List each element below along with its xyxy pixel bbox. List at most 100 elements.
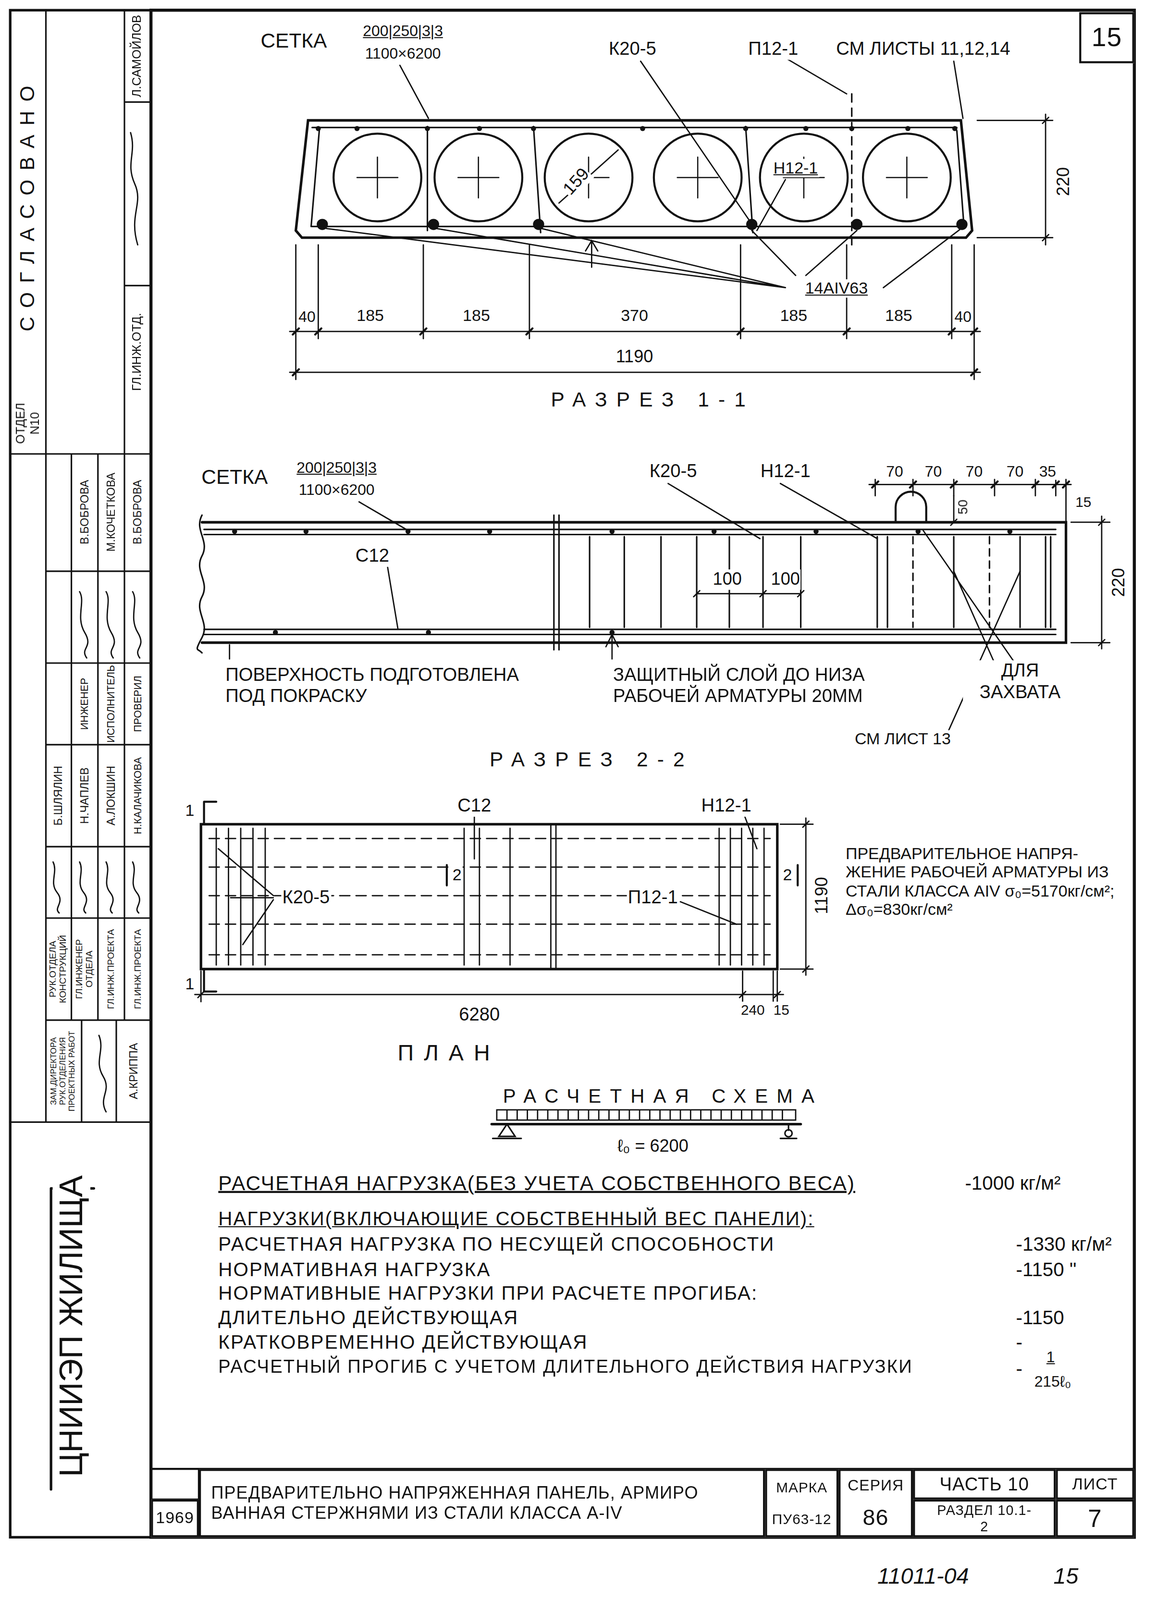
stamp-text: В.БОБРОВА [131, 479, 145, 546]
dimension: 185 [778, 307, 809, 326]
load-value: -1000 кг/м² [963, 1172, 1062, 1195]
dimension: 70 [923, 462, 944, 481]
stamp-text: ГЛ.ИНЖ.ПРОЕКТА [105, 919, 117, 1019]
dimension: 220 [1108, 566, 1129, 598]
view-title: РАЗРЕЗ 1-1 [549, 388, 756, 412]
archive-number: 11011-04 [876, 1562, 971, 1589]
load-text: КРАТКОВРЕМЕННО ДЕЙСТВУЮЩАЯ [217, 1331, 589, 1354]
load-text: НАГРУЗКИ(ВКЛЮЧАЮЩИЕ СОБСТВЕННЫЙ ВЕС ПАНЕ… [217, 1207, 816, 1231]
dimension: 100 [711, 569, 743, 590]
load-value: 215ℓ₀ [1033, 1372, 1073, 1391]
section-mark: 2 [451, 865, 463, 885]
load-value: 1 [1045, 1347, 1057, 1366]
title-block-cell: 15 [1079, 12, 1135, 63]
callout: Н12-1 [700, 795, 752, 817]
cell-text: 86 [862, 1504, 889, 1531]
stamp-text: М.КОЧЕТКОВА [104, 471, 118, 553]
title-block-cell: РАЗДЕЛ 10.1-2 [912, 1499, 1056, 1538]
load-value: -1150 " [1014, 1258, 1078, 1281]
callout: Н12-1 [772, 159, 820, 178]
stamp-text: ЗАМ.ДИРЕКТОРА РУК.ОТДЕЛЕНИЯ ПРОЕКТНЫХ РА… [49, 1021, 78, 1121]
callout: К20-5 [281, 886, 331, 909]
stamp-text: РУК.ОТДЕЛА КОНСТРУКЦИЙ [47, 919, 69, 1019]
callout: 200|250|3|3 [295, 458, 378, 477]
load-text: НОРМАТИВНЫЕ НАГРУЗКИ ПРИ РАСЧЕТЕ ПРОГИБА… [217, 1282, 759, 1305]
load-value: - [1014, 1331, 1024, 1354]
cell-text: СЕРИЯ [847, 1476, 904, 1494]
view-title: РАЗРЕЗ 2-2 [488, 748, 695, 772]
dimension: 1190 [615, 346, 655, 367]
dimension: 70 [1005, 462, 1025, 481]
title-block-cell: 7 [1055, 1499, 1134, 1538]
stamp-text: ОТДЕЛ N10 [14, 393, 43, 453]
note: ПРЕДВАРИТЕЛЬНОЕ НАПРЯ- ЖЕНИЕ РАБОЧЕЙ АРМ… [844, 844, 1131, 920]
dimension: 185 [355, 307, 385, 326]
load-text: ДЛИТЕЛЬНО ДЕЙСТВУЮЩАЯ [217, 1306, 520, 1329]
stamp-text: Б.ШЛЯЛИН [51, 764, 65, 827]
load-value: - [1014, 1357, 1024, 1380]
load-text: РАСЧЕТНАЯ НАГРУЗКА(БЕЗ УЧЕТА СОБСТВЕННОГ… [217, 1171, 857, 1195]
dimension: 15 [1074, 493, 1093, 510]
callout: К20-5 [648, 460, 699, 482]
archive-number: 15 [1052, 1562, 1080, 1589]
callout: СЕТКА [200, 465, 269, 490]
title-block-cell: ЛИСТ [1055, 1468, 1134, 1500]
callout: 200|250|3|3 [361, 21, 444, 40]
dimension: 240 [739, 1001, 766, 1019]
cell-text: ПУ63-12 [772, 1511, 832, 1528]
load-text: РАСЧЕТНЫЙ ПРОГИБ С УЧЕТОМ ДЛИТЕЛЬНОГО ДЕ… [217, 1356, 914, 1378]
stamp-text: ГЛ.ИНЖ.ПРОЕКТА [132, 919, 144, 1019]
load-value: -1330 кг/м² [1014, 1233, 1113, 1256]
dimension: 370 [619, 307, 650, 326]
section-mark: 2 [781, 865, 793, 885]
stamp-text: Н.КАЛАЧИКОВА [131, 756, 144, 836]
dimension: 185 [884, 307, 914, 326]
note: ПОВЕРХНОСТЬ ПОДГОТОВЛЕНА ПОД ПОКРАСКУ [224, 664, 564, 707]
dimension: 220 [1054, 166, 1074, 197]
dimension: 1190 [812, 875, 832, 916]
stamp-text: ИСПОЛНИТЕЛЬ [105, 664, 117, 744]
cell-text: 15 [1091, 22, 1123, 53]
institute-logo: ЦНИИЭП ЖИЛИЩА [52, 1174, 91, 1478]
dimension: 6280 [457, 1004, 501, 1026]
stamp-text: А.ЛОКШИН [104, 764, 118, 827]
cell-text: ЧАСТЬ 10 [939, 1473, 1029, 1495]
title-block-cell: МАРКА ПУ63-12 [764, 1468, 839, 1538]
cell-text: МАРКА [775, 1478, 828, 1496]
stamp-text: СОГЛАСОВАНО [15, 75, 40, 333]
callout: 1100×6200 [297, 480, 376, 499]
stamp-text: ГЛ.ИНЖЕНЕР ОТДЕЛА [73, 919, 96, 1019]
dimension: 70 [885, 462, 905, 481]
stamp-text: ПРОВЕРИЛ [131, 674, 144, 733]
note: ДЛЯ ЗАХВАТА [962, 660, 1078, 703]
load-value: -1150 [1014, 1306, 1065, 1329]
view-title: ПЛАН [396, 1039, 501, 1066]
callout: С12 [456, 795, 493, 817]
dimension: 35 [1038, 462, 1058, 481]
stamp-text: Н.ЧАПЛЕВ [78, 766, 92, 825]
dimension: 40 [297, 307, 317, 326]
title-block-cell: ЧАСТЬ 10 [912, 1468, 1056, 1500]
cell-text: ЛИСТ [1072, 1474, 1119, 1494]
stamp-text: ИНЖЕНЕР [78, 676, 91, 731]
stamp-text: Л.САМОЙЛОВ [130, 13, 145, 99]
callout: К20-5 [607, 38, 658, 60]
dimension: 185 [461, 307, 492, 326]
dimension: 50 [956, 498, 972, 516]
stamp-text: А.КРИППА [127, 1041, 141, 1100]
dimension: 70 [964, 462, 985, 481]
section-mark: 1 [184, 801, 196, 821]
section-mark: 1 [184, 974, 196, 994]
callout: СЕТКА [259, 29, 328, 53]
cell-text: 7 [1087, 1504, 1102, 1533]
callout: С12 [354, 545, 391, 567]
dimension: 15 [772, 1001, 791, 1019]
callout: 1100×6200 [364, 44, 443, 62]
callout: П12-1 [747, 38, 800, 60]
title-block-cell: 1969 [150, 1499, 199, 1538]
callout: СМ ЛИСТ 13 [853, 730, 952, 750]
callout: Н12-1 [759, 460, 812, 482]
dimension: 40 [953, 307, 973, 326]
stamp-text: В.БОБРОВА [78, 479, 92, 546]
stamp-text: ГЛ.ИНЖ.ОТД. [130, 311, 145, 393]
